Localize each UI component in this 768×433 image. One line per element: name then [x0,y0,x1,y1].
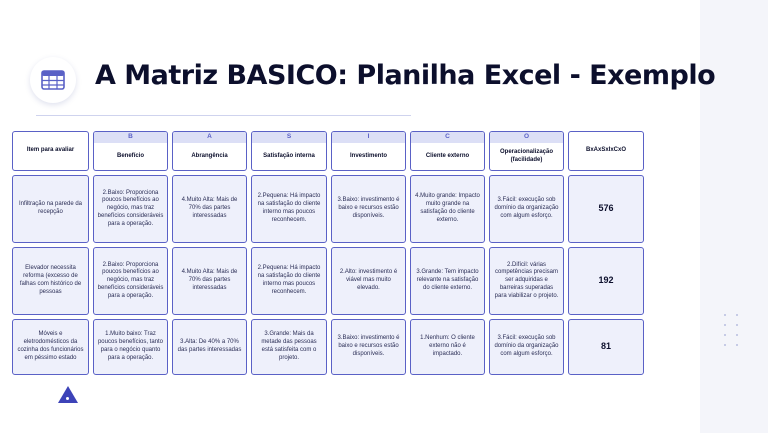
header-criterion-b: B Benefício [93,131,168,171]
decorative-dot-grid [724,314,740,346]
table-cell: 4.Muito Alta: Mais de 70% das partes int… [172,247,247,315]
header-criterion-c: C Cliente externo [410,131,485,171]
header-criterion-i: I Investimento [331,131,406,171]
table-cell: 2.Alto: investimento é viável mas muito … [331,247,406,315]
table-cell: 2.Pequena: Há impacto na satisfação do c… [251,247,327,315]
table-cell: 3.Baixo: investimento é baixo e recursos… [331,319,406,375]
right-side-panel [700,0,768,433]
table-cell: 3.Fácil: execução sob domínio da organiz… [489,319,564,375]
table-cell: 2.Baixo: Proporciona poucos benefícios a… [93,175,168,243]
table-cell: 3.Baixo: investimento é baixo e recursos… [331,175,406,243]
row-score: 192 [568,247,644,315]
criterion-letter: O [490,132,563,143]
slide-badge-triangle [58,386,78,403]
header-criterion-s: S Satisfação interna [251,131,327,171]
criterion-letter: S [252,132,326,143]
row-item-label: Elevador necessita reforma (excesso de f… [12,247,89,315]
table-cell: 3.Fácil: execução sob domínio da organiz… [489,175,564,243]
table-cell: 2.Baixo: Proporciona poucos benefícios a… [93,247,168,315]
row-score: 81 [568,319,644,375]
header-criterion-o: O Operacionalização (facilidade) [489,131,564,171]
page-title: A Matriz BASICO: Planilha Excel - Exempl… [95,60,716,91]
title-divider [36,115,411,116]
criterion-label: Investimento [349,152,387,159]
criterion-letter: A [173,132,246,143]
table-cell: 2.Pequena: Há impacto na satisfação do c… [251,175,327,243]
basico-matrix-table: Item para avaliar B Benefício A Abrangên… [12,131,644,375]
criterion-label: Satisfação interna [263,152,315,159]
criterion-letter: C [411,132,484,143]
criterion-label: Benefício [116,152,144,159]
table-cell: 3.Alta: De 40% a 70% das partes interess… [172,319,247,375]
table-cell: 3.Grande: Mais da metade das pessoas est… [251,319,327,375]
spreadsheet-icon [30,57,76,103]
header-item-to-evaluate: Item para avaliar [12,131,89,171]
row-score: 576 [568,175,644,243]
table-cell: 1.Muito baixo: Traz poucos benefícios, t… [93,319,168,375]
header-criterion-a: A Abrangência [172,131,247,171]
criterion-label: Abrangência [191,152,228,159]
criterion-letter: B [94,132,167,143]
table-cell: 4.Muito Alta: Mais de 70% das partes int… [172,175,247,243]
table-cell: 3.Grande: Tem impacto relevante na satis… [410,247,485,315]
row-item-label: Móveis e eletrodomésticos da cozinha dos… [12,319,89,375]
table-cell: 2.Difícil: várias competências precisam … [489,247,564,315]
table-cell: 4.Muito grande: Impacto muito grande na … [410,175,485,243]
slide-badge-dot [66,397,69,400]
row-item-label: Infiltração na parede da recepção [12,175,89,243]
criterion-letter: I [332,132,405,143]
criterion-label: Cliente externo [425,152,470,159]
table-cell: 1.Nenhum: O cliente externo não é impact… [410,319,485,375]
criterion-label: Operacionalização (facilidade) [499,149,554,163]
header-score: BxAxSxIxCxO [568,131,644,171]
